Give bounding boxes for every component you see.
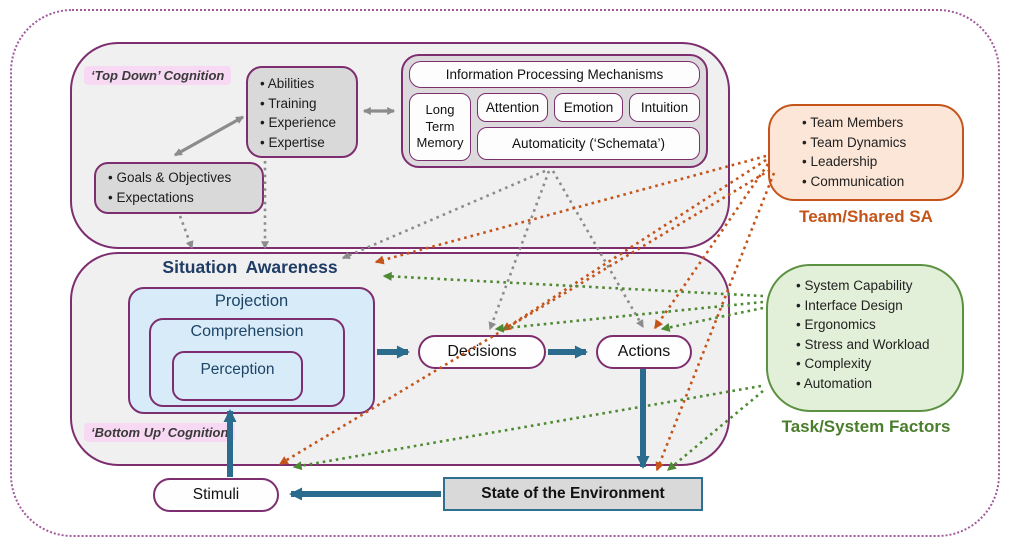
task-system-caption: Task/System Factors	[781, 417, 951, 436]
list-item: Team Dynamics	[802, 133, 954, 153]
intuition-box: Intuition	[629, 93, 700, 122]
list-item: Expertise	[260, 133, 356, 153]
outer-boundary	[10, 9, 1000, 537]
automaticity-box: Automaticity (‘Schemata’)	[477, 127, 700, 160]
stimuli-box: Stimuli	[153, 478, 279, 512]
list-item: Interface Design	[796, 296, 958, 316]
perception-box: Perception	[172, 351, 303, 401]
goals-objectives-box: Goals & Objectives Expectations	[94, 162, 264, 214]
list-item: Complexity	[796, 354, 958, 374]
list-item: Stress and Workload	[796, 335, 958, 355]
comprehension-label: Comprehension	[190, 323, 304, 340]
long-term-memory-box: Long Term Memory	[409, 93, 471, 161]
list-item: Ergonomics	[796, 315, 958, 335]
list-item: Communication	[802, 172, 954, 192]
actions-box: Actions	[596, 335, 692, 369]
list-item: Goals & Objectives	[108, 168, 262, 188]
list-item: Training	[260, 94, 356, 114]
list-item: Abilities	[260, 74, 356, 94]
decisions-box: Decisions	[418, 335, 546, 369]
abilities-box: Abilities Training Experience Expertise	[246, 66, 358, 158]
list-item: System Capability	[796, 276, 958, 296]
team-sa-caption: Team/Shared SA	[799, 207, 933, 226]
ipm-title-box: Information Processing Mechanisms	[409, 61, 700, 88]
list-item: Automation	[796, 374, 958, 394]
top-down-cognition-label: ‘Top Down’ Cognition	[84, 66, 232, 85]
perception-label: Perception	[200, 361, 275, 378]
list-item: Leadership	[802, 152, 954, 172]
team-sa-box: Team Members Team Dynamics Leadership Co…	[768, 104, 964, 201]
list-item: Team Members	[802, 113, 954, 133]
list-item: Experience	[260, 113, 356, 133]
emotion-box: Emotion	[554, 93, 623, 122]
bottom-up-cognition-label: ‘Bottom Up’ Cognition	[84, 423, 236, 442]
environment-box: State of the Environment	[443, 477, 703, 511]
task-system-box: System Capability Interface Design Ergon…	[766, 264, 964, 412]
situation-awareness-title: Situation Awareness	[162, 257, 338, 277]
projection-label: Projection	[214, 292, 289, 310]
list-item: Expectations	[108, 188, 262, 208]
attention-box: Attention	[477, 93, 548, 122]
